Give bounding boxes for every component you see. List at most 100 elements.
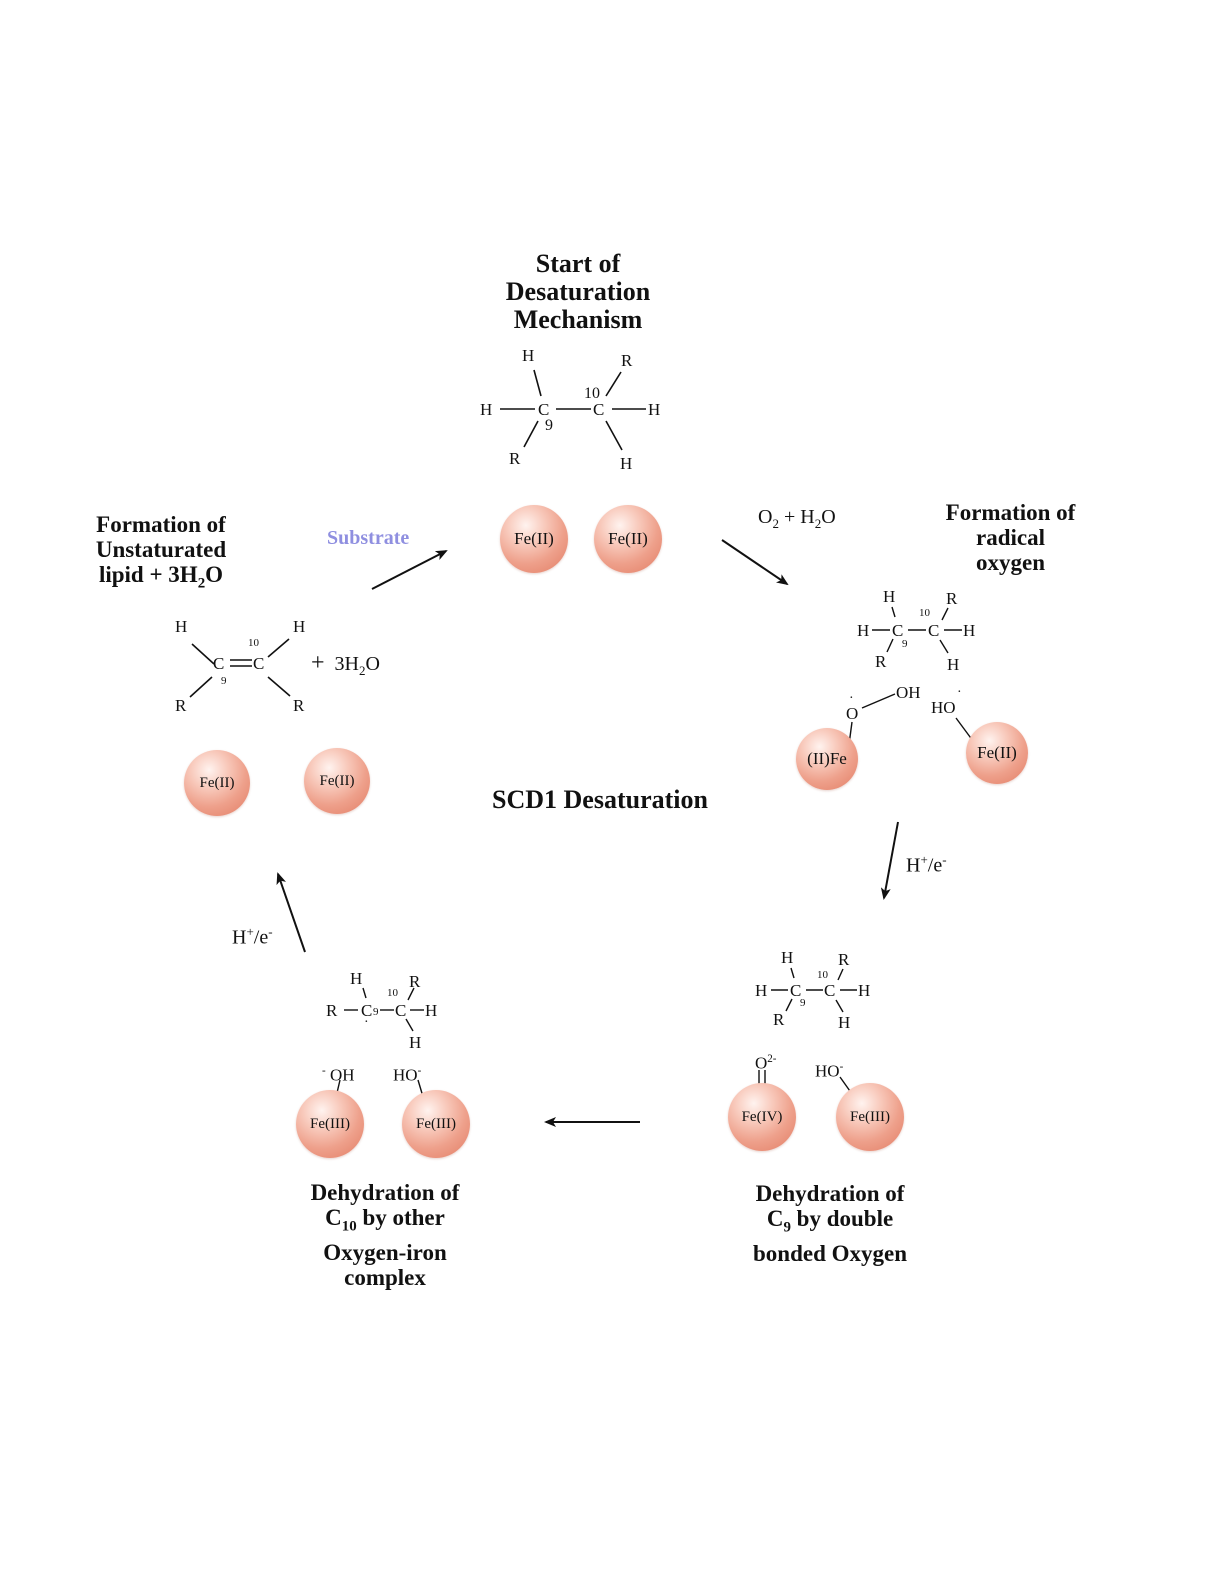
label-part: /e bbox=[927, 854, 943, 877]
title-line: Dehydration of bbox=[310, 1180, 460, 1205]
iron-sphere: Fe(II) bbox=[594, 505, 662, 573]
title-line: C9 by double bbox=[735, 1206, 925, 1241]
title-line: Formation of bbox=[945, 500, 1076, 525]
arrow-proton-1 bbox=[880, 821, 899, 900]
atom-r: R bbox=[509, 449, 521, 468]
hydroxide-ligand: - OH bbox=[322, 1062, 355, 1085]
hydroxide-ligand: HO- bbox=[815, 1058, 843, 1081]
atom-c9: C bbox=[538, 400, 550, 419]
ligand-charge: - bbox=[839, 1061, 844, 1073]
title-line: Mechanism bbox=[513, 305, 643, 334]
reagent-part: O bbox=[758, 506, 773, 528]
title-line: Unstaturated bbox=[95, 537, 227, 562]
title-line: Oxygen-iron bbox=[323, 1239, 447, 1265]
iron-sphere: Fe(III) bbox=[836, 1083, 904, 1151]
arrow-proton-2 bbox=[276, 872, 306, 953]
title-line: radical bbox=[976, 525, 1045, 550]
atom-c10: C bbox=[593, 400, 605, 419]
title-part: by double bbox=[790, 1206, 894, 1231]
label-sup: + bbox=[920, 852, 928, 867]
label-part: H bbox=[232, 926, 247, 949]
iron-label: Fe(II) bbox=[514, 529, 554, 548]
proton-electron-label: H+/e- bbox=[906, 850, 947, 876]
title-line: Desaturation bbox=[505, 277, 651, 306]
c9-stage-title: Dehydration of C9 by double bonded Oxyge… bbox=[735, 1181, 925, 1266]
reagent-part: + H bbox=[778, 506, 815, 528]
radical-oxygen: O bbox=[846, 704, 859, 723]
formula-sub: 2 bbox=[359, 663, 366, 678]
title-line: C10 by other bbox=[290, 1205, 480, 1240]
hydroxyl: OH bbox=[896, 683, 921, 702]
title-part: C bbox=[766, 1206, 784, 1231]
proton-electron-label: H+/e- bbox=[232, 922, 273, 948]
ligand-part: HO bbox=[815, 1061, 840, 1081]
label-part: H bbox=[906, 854, 921, 877]
atom-h: H bbox=[522, 346, 535, 365]
iron-sphere: (II)Fe bbox=[796, 728, 858, 790]
formula-part: 3H bbox=[334, 653, 359, 675]
title-part: O bbox=[205, 562, 224, 587]
iron-sphere: Fe(IV) bbox=[728, 1083, 796, 1151]
diagram-title: SCD1 Desaturation bbox=[492, 785, 708, 814]
iron-label: Fe(II) bbox=[977, 743, 1017, 762]
iron-sphere: Fe(II) bbox=[966, 722, 1028, 784]
water-byproduct: + 3H2O bbox=[311, 650, 380, 681]
c10-stage-title: Dehydration of C10 by other Oxygen-iron … bbox=[290, 1180, 480, 1290]
oxo-ligand: O2- bbox=[755, 1050, 776, 1073]
label-part: /e bbox=[253, 926, 269, 949]
title-part: lipid + 3H bbox=[98, 562, 198, 587]
arrow-substrate bbox=[371, 550, 448, 590]
radical-dot: · bbox=[364, 1015, 369, 1030]
product-stage-title: Formation of Unstaturated lipid + 3H2O bbox=[80, 512, 242, 597]
formula-part: O bbox=[365, 653, 380, 675]
reagent-sub: 2 bbox=[772, 516, 779, 531]
carbon-10-label: 10 bbox=[817, 969, 828, 981]
carbon-9-label: 9 bbox=[545, 417, 553, 434]
iron-sphere: Fe(II) bbox=[184, 750, 250, 816]
carbon-9-label: 9 bbox=[373, 1006, 379, 1018]
hydroxide-ligand: HO- bbox=[393, 1062, 421, 1085]
carbon-10-label: 10 bbox=[248, 637, 259, 649]
atom-h: H bbox=[620, 454, 633, 473]
label-sup: - bbox=[942, 852, 947, 867]
ligand-part: HO bbox=[393, 1065, 418, 1085]
title-line: complex bbox=[344, 1264, 426, 1290]
reagent-sub: 2 bbox=[814, 516, 822, 531]
iron-label: Fe(III) bbox=[850, 1108, 890, 1125]
title-line: bonded Oxygen bbox=[752, 1240, 907, 1266]
ligand-charge: - bbox=[322, 1065, 326, 1077]
ligand-charge: - bbox=[417, 1065, 422, 1077]
ligand-part: OH bbox=[329, 1065, 355, 1085]
title-line: Dehydration of bbox=[755, 1181, 905, 1206]
iron-label: Fe(III) bbox=[416, 1115, 456, 1132]
atom-r: R bbox=[621, 351, 633, 370]
title-part: by other bbox=[356, 1205, 445, 1230]
start-stage-title: Start of Desaturation Mechanism bbox=[478, 250, 678, 334]
label-sup: - bbox=[268, 924, 273, 939]
iron-label: Fe(II) bbox=[608, 529, 648, 548]
iron-sphere: Fe(III) bbox=[402, 1090, 470, 1158]
title-line: Formation of bbox=[96, 512, 226, 537]
carbon-10-label: 10 bbox=[387, 987, 398, 999]
oxygen-water-reagent: O2 + H2O bbox=[758, 507, 836, 534]
iron-label: Fe(II) bbox=[319, 772, 355, 789]
atom-h: H bbox=[648, 400, 661, 419]
atom-h: H bbox=[480, 400, 493, 419]
product-molecule-bonds bbox=[189, 638, 291, 698]
carbon-9-label: 9 bbox=[221, 675, 227, 687]
iron-label: Fe(II) bbox=[199, 774, 235, 791]
iron-label: Fe(IV) bbox=[741, 1108, 783, 1125]
substrate-label: Substrate bbox=[327, 527, 410, 549]
title-line: lipid + 3H2O bbox=[80, 562, 242, 597]
radical-stage-title: Formation of radical oxygen bbox=[928, 500, 1093, 575]
iron-sphere: Fe(II) bbox=[500, 505, 568, 573]
title-line: oxygen bbox=[976, 550, 1045, 575]
plus-sign: + bbox=[311, 650, 325, 676]
title-sub: 2 bbox=[197, 575, 206, 592]
hydroxyl-radical: HO bbox=[931, 698, 956, 717]
radical-dot: · bbox=[957, 685, 962, 700]
title-line: Start of bbox=[535, 249, 621, 278]
reagent-part: O bbox=[821, 506, 836, 528]
iron-label: (II)Fe bbox=[807, 749, 847, 768]
title-part: C bbox=[325, 1205, 342, 1230]
